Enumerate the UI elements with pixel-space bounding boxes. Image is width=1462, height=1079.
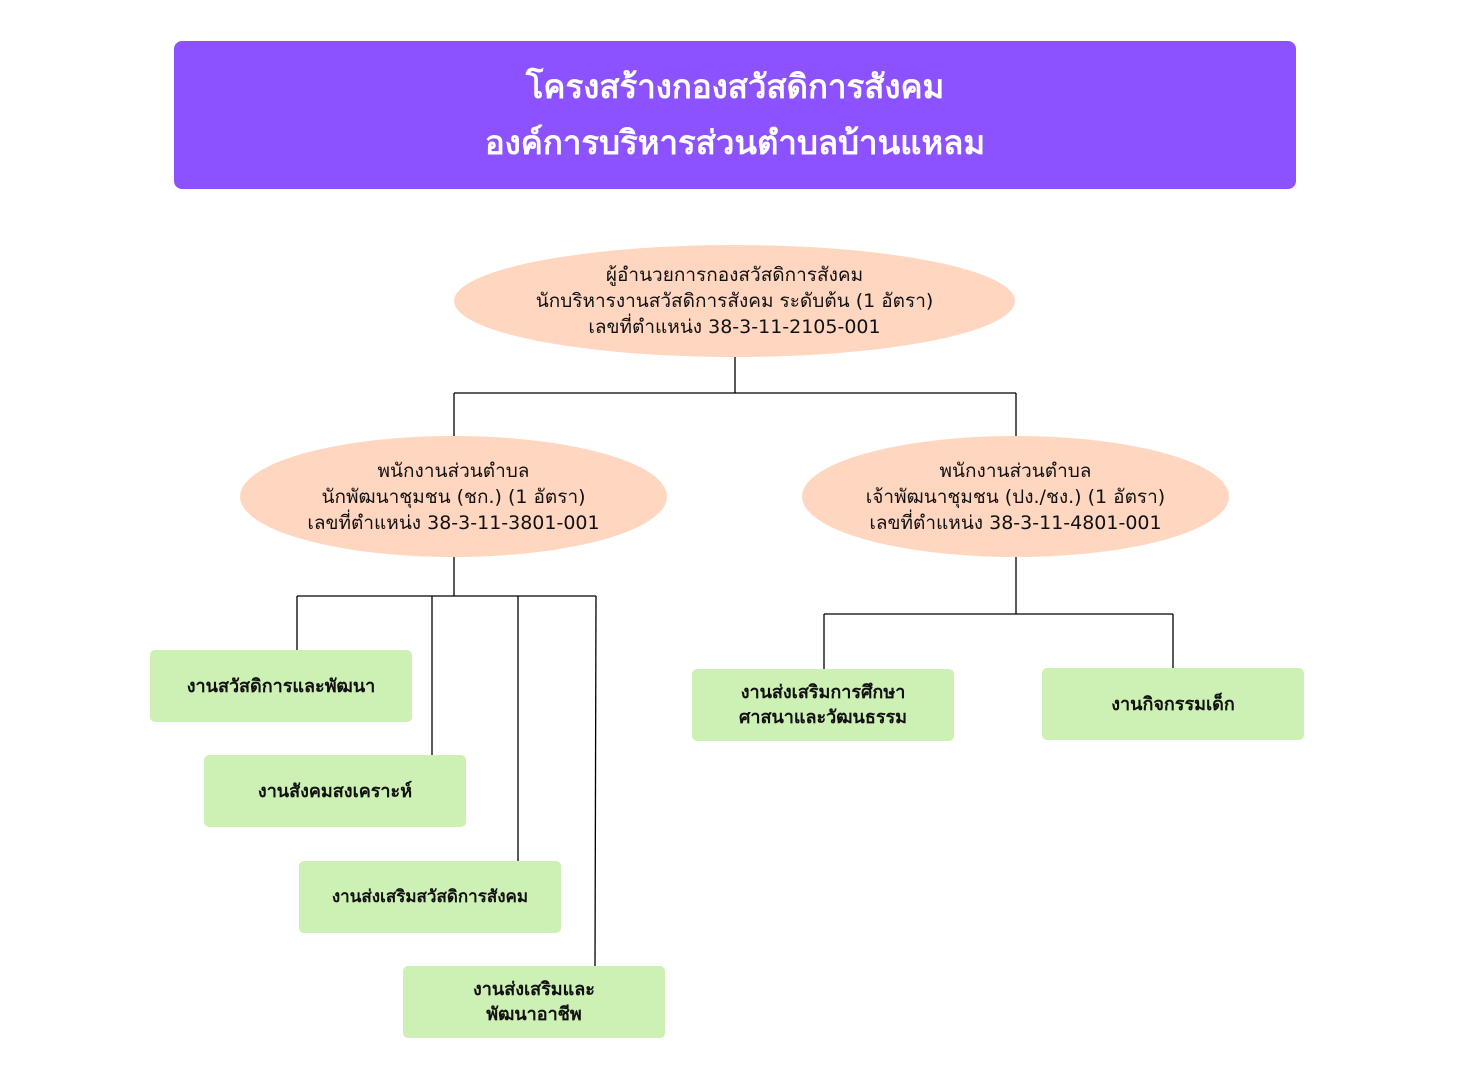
unit-label: งานกิจกรรมเด็ก	[1111, 693, 1235, 715]
unit-education-religion-culture: งานส่งเสริมการศึกษา ศาสนาและวัฒนธรรม	[692, 669, 954, 741]
unit-label: งานส่งเสริมสวัสดิการสังคม	[331, 886, 529, 907]
staff-right-position-number: เลขที่ตำแหน่ง 38-3-11-4801-001	[869, 511, 1162, 534]
staff-right-title: พนักงานส่วนตำบล	[939, 459, 1092, 482]
connector-to-unit-career	[594, 595, 597, 967]
unit-label: งานสังคมสงเคราะห์	[257, 780, 413, 802]
title-line-2: องค์การบริหารส่วนตำบลบ้านแหลม	[484, 123, 986, 162]
staff-left-position-number: เลขที่ตำแหน่ง 38-3-11-3801-001	[307, 511, 600, 534]
unit-label-line-1: งานส่งเสริมการศึกษา	[740, 682, 906, 703]
unit-children-activities: งานกิจกรรมเด็ก	[1042, 668, 1304, 740]
director-title: ผู้อำนวยการกองสวัสดิการสังคม	[605, 264, 864, 286]
title-banner: โครงสร้างกองสวัสดิการสังคม องค์การบริหาร…	[174, 41, 1296, 189]
unit-social-work: งานสังคมสงเคราะห์	[204, 755, 466, 827]
unit-label-line-2: พัฒนาอาชีพ	[486, 1004, 582, 1025]
director-position: นักบริหารงานสวัสดิการสังคม ระดับต้น (1 อ…	[535, 290, 934, 312]
staff-left-title: พนักงานส่วนตำบล	[377, 459, 530, 482]
director-position-number: เลขที่ตำแหน่ง 38-3-11-2105-001	[588, 316, 881, 338]
title-line-1: โครงสร้างกองสวัสดิการสังคม	[525, 67, 945, 106]
unit-welfare-development: งานสวัสดิการและพัฒนา	[150, 650, 412, 722]
unit-career-promotion: งานส่งเสริมและ พัฒนาอาชีพ	[403, 966, 665, 1038]
unit-label-line-1: งานส่งเสริมและ	[473, 979, 595, 1000]
staff-right-node: พนักงานส่วนตำบล เจ้าพัฒนาชุมชน (ปง./ชง.)…	[802, 436, 1229, 557]
director-node: ผู้อำนวยการกองสวัสดิการสังคม นักบริหารงา…	[454, 245, 1015, 357]
staff-left-node: พนักงานส่วนตำบล นักพัฒนาชุมชน (ชก.) (1 อ…	[240, 436, 667, 557]
unit-label-line-2: ศาสนาและวัฒนธรรม	[738, 707, 908, 728]
unit-label: งานสวัสดิการและพัฒนา	[186, 675, 376, 697]
staff-left-position: นักพัฒนาชุมชน (ชก.) (1 อัตรา)	[321, 485, 586, 508]
unit-social-welfare-promotion: งานส่งเสริมสวัสดิการสังคม	[299, 861, 561, 933]
staff-right-position: เจ้าพัฒนาชุมชน (ปง./ชง.) (1 อัตรา)	[865, 485, 1166, 508]
